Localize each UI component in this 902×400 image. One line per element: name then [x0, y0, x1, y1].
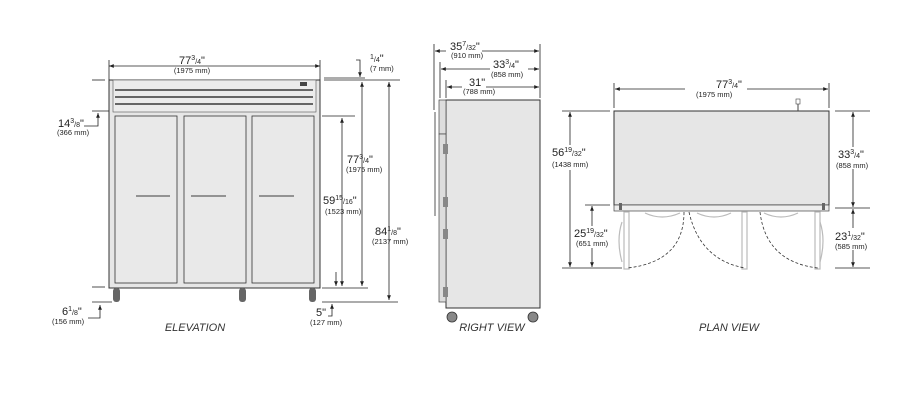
dim-right-depth-doors-mm: (858 mm) — [491, 70, 524, 79]
dim-plan-depth-mm: (858 mm) — [836, 161, 869, 170]
dim-plan-door-swing-right-mm: (585 mm) — [835, 242, 868, 251]
dim-total-height: 841/8" — [375, 226, 401, 238]
dim-plan-depth: 333/4" — [838, 149, 864, 161]
hinges — [443, 144, 448, 297]
dim-header-mm: (366 mm) — [57, 128, 90, 137]
dim-plan-door-swing: 2519/32" — [574, 228, 608, 240]
controller-icon — [300, 82, 307, 86]
dim-body-height-mm: (1975 mm) — [346, 165, 383, 174]
casters — [113, 288, 316, 302]
door-swing-arcs — [626, 211, 819, 269]
dim-door-height: 5915/16" — [323, 195, 357, 207]
plan-view-label: PLAN VIEW — [699, 322, 761, 334]
door-right — [251, 115, 315, 284]
dim-right-total-depth-mm: (910 mm) — [451, 51, 484, 60]
caster-front — [446, 311, 458, 323]
dim-plan-door-swing-mm: (651 mm) — [576, 239, 609, 248]
dim-right-cabinet-depth-mm: (788 mm) — [463, 87, 496, 96]
dim-elev-width-mm: (1975 mm) — [174, 66, 211, 75]
dim-right-cabinet-depth: 31" — [469, 77, 485, 89]
plan-view: 773/4" (1975 mm) 5619/32" (1438 mm) 2519… — [551, 79, 874, 334]
cabinet-side — [445, 99, 541, 309]
dim-caster-left-mm: (156 mm) — [52, 317, 85, 326]
caster-rear — [527, 311, 539, 323]
dim-right-total-depth: 357/32" — [450, 41, 480, 53]
right-view: 357/32" (910 mm) 333/4" (858 mm) 31" (78… — [433, 40, 541, 334]
fitting-icon — [795, 98, 801, 105]
door-left — [114, 115, 178, 284]
dim-plan-width: 773/4" — [716, 79, 742, 91]
dim-caster-right: 5" — [316, 307, 326, 319]
door-edge — [438, 133, 447, 303]
dim-caster-left: 61/8" — [62, 306, 82, 318]
dim-header: 143/8" — [58, 118, 84, 130]
dim-top-gap-mm: (7 mm) — [370, 64, 394, 73]
dim-plan-total-depth-mm: (1438 mm) — [552, 160, 589, 169]
doors-open — [618, 211, 824, 270]
elevation-label: ELEVATION — [165, 322, 225, 334]
right-view-label: RIGHT VIEW — [459, 322, 526, 334]
cabinet-top — [613, 110, 830, 206]
dim-total-height-mm: (2137 mm) — [372, 237, 409, 246]
dim-plan-width-mm: (1975 mm) — [696, 90, 733, 99]
dim-caster-right-mm: (127 mm) — [310, 318, 343, 327]
dim-body-height: 773/4" — [347, 154, 373, 166]
dim-plan-total-depth: 5619/32" — [552, 147, 586, 159]
dim-door-height-mm: (1523 mm) — [325, 207, 362, 216]
dim-plan-door-swing-right: 231/32" — [835, 231, 865, 243]
door-center — [183, 115, 247, 284]
dim-elev-width: 773/4" — [179, 55, 205, 67]
dim-top-gap: 1/4" — [370, 53, 384, 65]
dim-right-depth-doors: 333/4" — [493, 59, 519, 71]
elevation-view: 773/4" (1975 mm) 1/4" (7 mm) 143/8" (366… — [52, 53, 409, 334]
